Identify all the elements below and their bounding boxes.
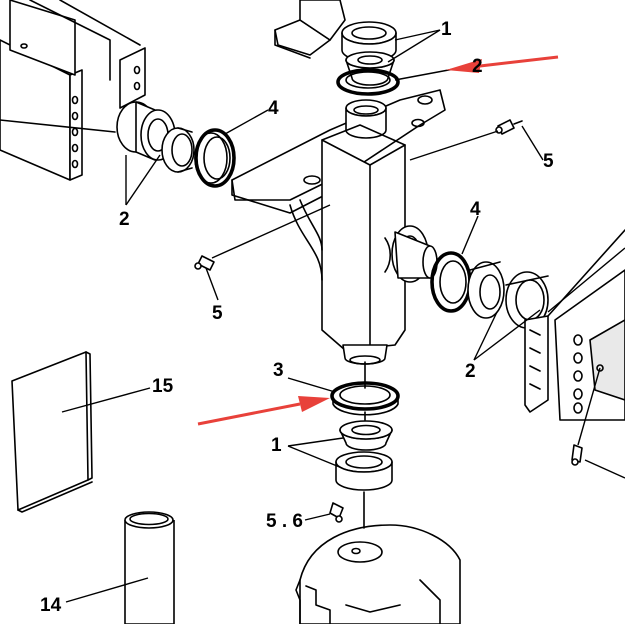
red-arrow-top bbox=[446, 55, 559, 73]
callout-5-6: 5 . 6 bbox=[266, 511, 303, 532]
callout-2-left: 2 bbox=[119, 209, 130, 230]
right-bearing-cone bbox=[467, 261, 505, 319]
grease-fitting-bottom bbox=[329, 502, 344, 523]
left-bearing-cone bbox=[161, 127, 195, 173]
left-seal-ring bbox=[194, 128, 236, 188]
king-pin-part bbox=[124, 511, 175, 624]
callout-1-top: 1 bbox=[441, 19, 452, 40]
grease-fitting-bottom-right bbox=[571, 367, 601, 466]
red-arrow-bottom bbox=[197, 396, 330, 426]
top-seal-ring bbox=[336, 68, 400, 96]
left-frame-bracket bbox=[0, 0, 146, 181]
callout-4-left: 4 bbox=[268, 98, 279, 119]
steering-knuckle bbox=[231, 89, 446, 365]
right-frame-bracket bbox=[524, 229, 625, 421]
axle-housing bbox=[295, 524, 461, 624]
grease-fitting-top-right bbox=[409, 119, 523, 161]
callout-15: 15 bbox=[152, 376, 174, 397]
callout-3-bottom: 3 bbox=[273, 360, 284, 381]
callout-2-top: 2 bbox=[472, 56, 483, 77]
callout-1-bottom: 1 bbox=[271, 435, 282, 456]
callout-14: 14 bbox=[40, 595, 62, 616]
right-seal-ring bbox=[430, 251, 472, 313]
grease-fitting-left bbox=[194, 204, 331, 271]
bottom-bearing-cup bbox=[335, 451, 393, 491]
callout-4-right: 4 bbox=[470, 199, 481, 220]
bottom-bearing-cone bbox=[339, 420, 393, 451]
callout-5-right: 5 bbox=[543, 151, 554, 172]
plate-part bbox=[11, 351, 93, 513]
leader-lines bbox=[61, 29, 625, 603]
callout-5-left: 5 bbox=[212, 303, 223, 324]
callout-2-right: 2 bbox=[465, 361, 476, 382]
top-bearing-cone bbox=[345, 51, 395, 86]
upper-bracket bbox=[274, 0, 346, 59]
axis-line bbox=[363, 361, 366, 529]
